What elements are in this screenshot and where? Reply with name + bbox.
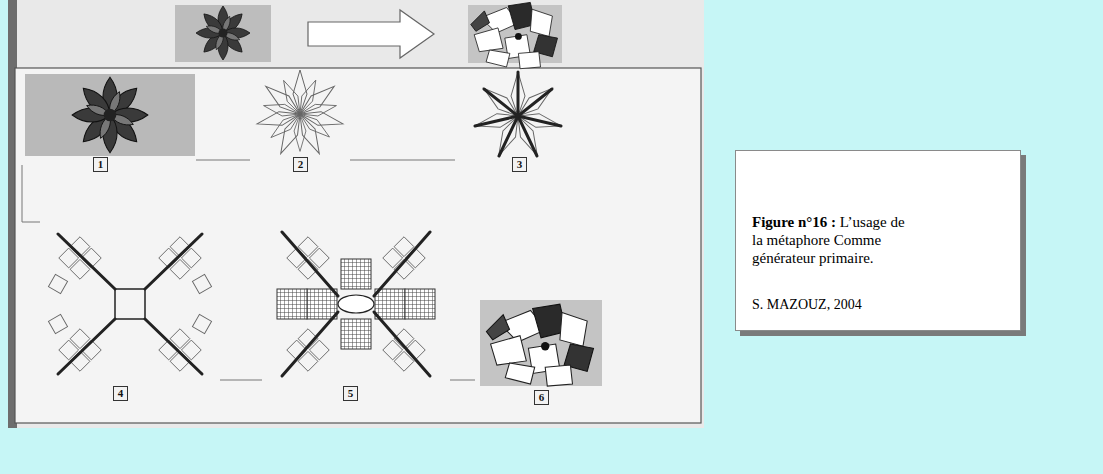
callout-box: 1 [93, 157, 108, 172]
callout-number: 3 [517, 158, 523, 170]
grid-scheme [48, 234, 211, 374]
panel-links [22, 160, 475, 380]
collage-panel [480, 300, 602, 386]
scan-ground [8, 0, 704, 428]
callout-number: 5 [348, 387, 354, 399]
callout-number: 2 [298, 158, 304, 170]
caption-box: Figure n°16 :L’usage de la métaphore Com… [735, 150, 1021, 331]
collage-image [468, 2, 562, 68]
figure-number: Figure n°16 : [752, 214, 836, 230]
source-credit: S. MAZOUZ, 2004 [752, 297, 1006, 313]
callout-number: 6 [539, 391, 545, 403]
arrow [308, 10, 434, 58]
grid-scheme-filled [277, 232, 435, 376]
callout-box: 3 [512, 157, 527, 172]
caption-text: Figure n°16 :L’usage de la métaphore Com… [752, 213, 912, 267]
callout-box: 6 [534, 390, 549, 405]
callout-number: 1 [98, 158, 104, 170]
callout-box: 2 [293, 157, 308, 172]
flower-panel [25, 74, 195, 156]
callout-box: 4 [113, 386, 128, 401]
panel-frame [15, 68, 701, 423]
callout-box: 5 [343, 386, 358, 401]
flower-image [175, 5, 271, 62]
star-axes [474, 72, 563, 159]
star-lines [256, 70, 345, 157]
callout-number: 4 [118, 387, 124, 399]
